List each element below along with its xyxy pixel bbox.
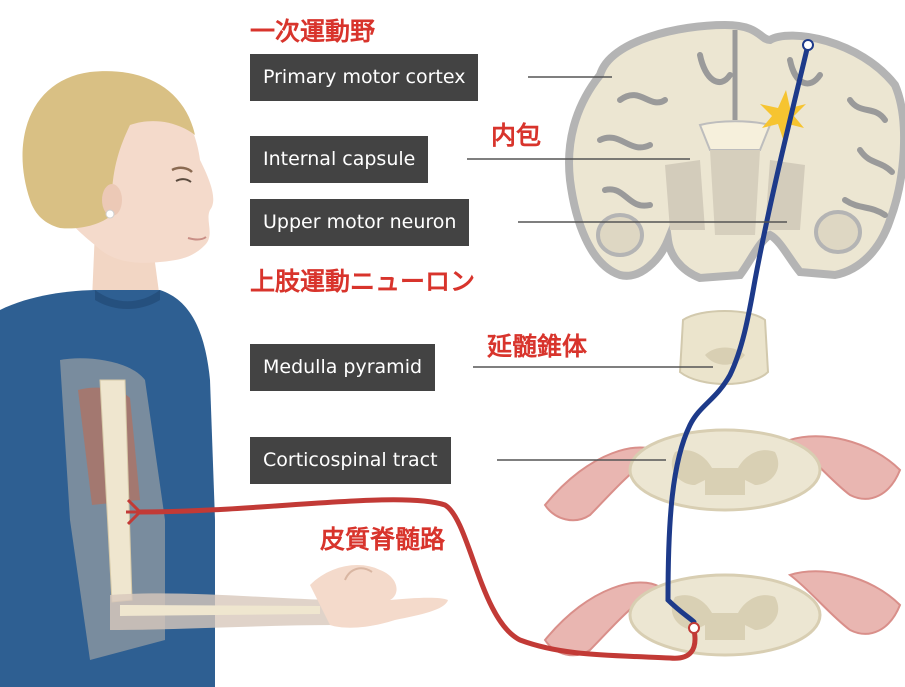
label-internal-capsule: Internal capsule <box>250 136 428 183</box>
brain-section <box>569 25 904 278</box>
jp-label-corticospinal-tract: 皮質脊髄路 <box>320 520 445 556</box>
label-primary-motor-cortex: Primary motor cortex <box>250 54 478 101</box>
label-medulla-pyramid: Medulla pyramid <box>250 344 435 391</box>
jp-label-medulla-pyramid: 延髄錐体 <box>487 327 587 363</box>
spinal-cord-upper <box>545 430 900 520</box>
medulla <box>680 311 768 384</box>
jp-label-internal-capsule: 内包 <box>491 116 541 152</box>
spinal-cord-lower <box>545 571 900 655</box>
jp-label-upper-limb-motor-neuron: 上肢運動ニューロン <box>250 262 475 298</box>
jp-label-primary-motor-cortex: 一次運動野 <box>250 12 375 48</box>
neuron-soma <box>803 40 813 50</box>
label-upper-motor-neuron: Upper motor neuron <box>250 199 469 246</box>
label-corticospinal-tract: Corticospinal tract <box>250 437 451 484</box>
hand <box>310 565 448 628</box>
